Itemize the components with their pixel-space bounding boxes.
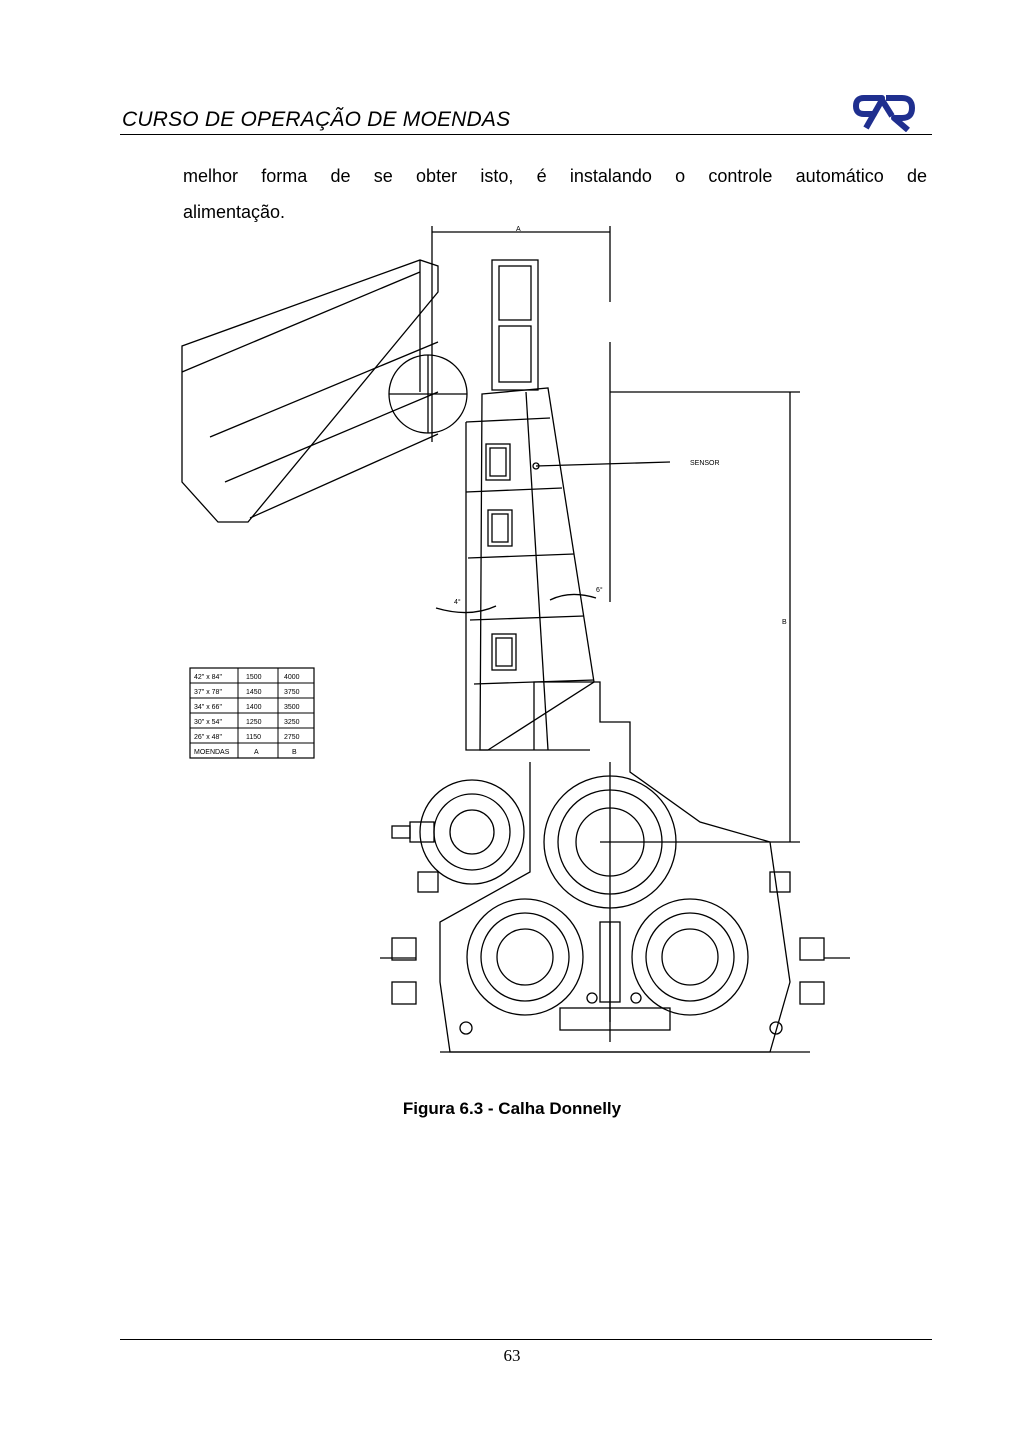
table-cell: 1250 [246,719,262,726]
header-rule [120,134,932,135]
table-cell: 34" x 66" [194,704,222,711]
table-cell: 2750 [284,734,300,741]
figure-caption: Figura 6.3 - Calha Donnelly [402,1099,622,1118]
table-cell: 4000 [284,674,300,681]
table-cell: 30" x 54" [194,719,222,726]
angle-left-label: 4° [454,598,461,606]
table-cell: 37" x 78" [194,689,222,696]
table-cell: 3500 [284,704,300,711]
table-cell: 1500 [246,674,262,681]
table-cell: B [292,749,297,756]
dimensions-table: 42" x 84" 1500 4000 37" x 78" 1450 3750 … [189,667,315,759]
table-cell: 3750 [284,689,300,696]
body-line-1: melhor forma de se obter isto, é instala… [183,166,927,186]
sensor-label: SENSOR [690,460,720,467]
page-number: 63 [503,1346,521,1365]
body-paragraph: melhor forma de se obter isto, é instala… [183,158,927,230]
dimension-b-label: B [782,619,787,626]
table-cell: 42" x 84" [194,674,222,681]
table-cell: MOENDAS [194,749,230,756]
body-line-2: alimentação. [183,202,286,222]
donnelly-chute-drawing: SENSOR 4° 6° A B 42" x 84" 1500 4000 37"… [181,226,850,1053]
table-cell: 1150 [246,734,261,741]
table-cell: A [254,749,259,756]
table-cell: 1450 [246,689,262,696]
dimension-a-label: A [516,226,521,233]
page-header-title: CURSO DE OPERAÇÃO DE MOENDAS [122,108,511,131]
table-cell: 1400 [246,704,262,711]
table-cell: 3250 [284,719,300,726]
table-cell: 26" x 48" [194,734,222,741]
angle-right-label: 6° [596,586,603,594]
footer-rule [120,1339,932,1340]
company-logo [852,95,915,132]
